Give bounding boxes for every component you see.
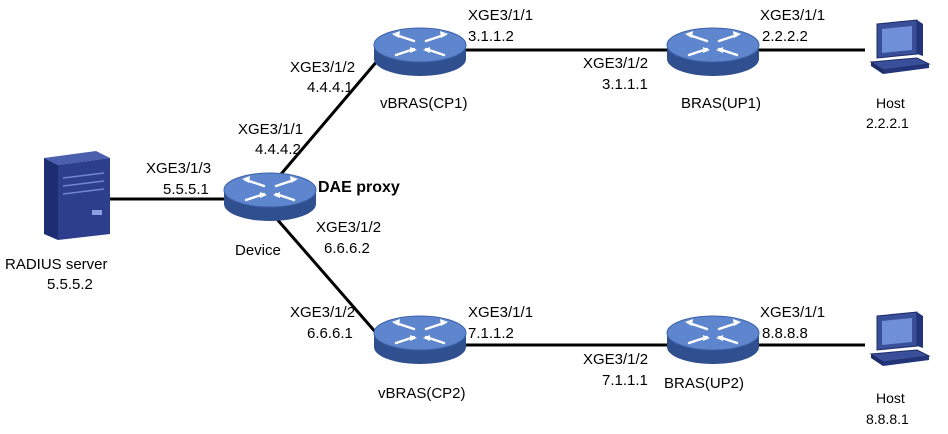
vbras-cp2-node: vBRAS(CP2) xyxy=(372,314,468,402)
host2-node: Host 8.8.8.1 xyxy=(866,311,930,427)
links xyxy=(110,48,865,347)
radius-server-node: RADIUS server 5.5.5.2 xyxy=(5,151,110,293)
up2-cp2-ip: 7.1.1.1 xyxy=(602,372,648,389)
router-icon xyxy=(372,26,468,78)
router-icon xyxy=(222,171,318,223)
device-name: Device xyxy=(235,242,281,259)
router-icon xyxy=(372,314,468,366)
cp2-up2-ip: 7.1.1.2 xyxy=(468,325,514,342)
host-computer-icon xyxy=(870,19,930,75)
up2-host-port: XGE3/1/1 xyxy=(760,304,825,321)
link-device-cp2 xyxy=(274,217,380,336)
up2-host-ip: 8.8.8.8 xyxy=(762,325,808,342)
host1-name: Host xyxy=(876,95,905,111)
host1-node: Host 2.2.2.1 xyxy=(866,19,930,131)
cp1-up1-ip: 3.1.1.2 xyxy=(468,28,514,45)
bras-up1-node: BRAS(UP1) xyxy=(665,26,761,112)
up1-cp1-port: XGE3/1/2 xyxy=(583,55,648,72)
cp2-device-port: XGE3/1/2 xyxy=(290,304,355,321)
host2-ip: 8.8.8.1 xyxy=(866,411,909,427)
bras-up2-node: BRAS(UP2) xyxy=(664,314,761,392)
cp1-up1-port: XGE3/1/1 xyxy=(468,7,533,24)
cp2-up2-port: XGE3/1/1 xyxy=(468,304,533,321)
up1-cp1-ip: 3.1.1.1 xyxy=(602,76,648,93)
up2-cp2-port: XGE3/1/2 xyxy=(583,351,648,368)
up1-host-ip: 2.2.2.2 xyxy=(762,28,808,45)
device-node: DAE proxy Device xyxy=(222,171,400,259)
cp1-device-ip: 4.4.4.1 xyxy=(307,79,353,96)
radius-server-name: RADIUS server xyxy=(5,256,108,273)
host-computer-icon xyxy=(870,311,930,367)
bras-up2-name: BRAS(UP2) xyxy=(664,375,744,392)
interface-labels: XGE3/1/3 5.5.5.1 XGE3/1/1 4.4.4.2 XGE3/1… xyxy=(146,7,825,389)
cp2-device-ip: 6.6.6.1 xyxy=(307,325,353,342)
host2-name: Host xyxy=(876,390,905,406)
bras-up1-name: BRAS(UP1) xyxy=(681,95,761,112)
device-radius-port: XGE3/1/3 xyxy=(146,160,211,177)
vbras-cp2-name: vBRAS(CP2) xyxy=(378,385,466,402)
device-role-label: DAE proxy xyxy=(318,179,400,196)
link-device-cp1 xyxy=(274,59,380,181)
device-cp1-ip: 4.4.4.2 xyxy=(255,141,301,158)
server-icon xyxy=(44,151,110,240)
cp1-device-port: XGE3/1/2 xyxy=(290,59,355,76)
router-icon xyxy=(665,26,761,78)
radius-server-ip: 5.5.5.2 xyxy=(47,276,93,293)
device-cp1-port: XGE3/1/1 xyxy=(238,121,303,138)
device-radius-ip: 5.5.5.1 xyxy=(163,181,209,198)
up1-host-port: XGE3/1/1 xyxy=(760,7,825,24)
device-cp2-ip: 6.6.6.2 xyxy=(324,240,370,257)
device-cp2-port: XGE3/1/2 xyxy=(316,219,381,236)
host1-ip: 2.2.2.1 xyxy=(866,115,909,131)
vbras-cp1-node: vBRAS(CP1) xyxy=(372,26,468,112)
vbras-cp1-name: vBRAS(CP1) xyxy=(380,95,468,112)
router-icon xyxy=(665,314,761,366)
